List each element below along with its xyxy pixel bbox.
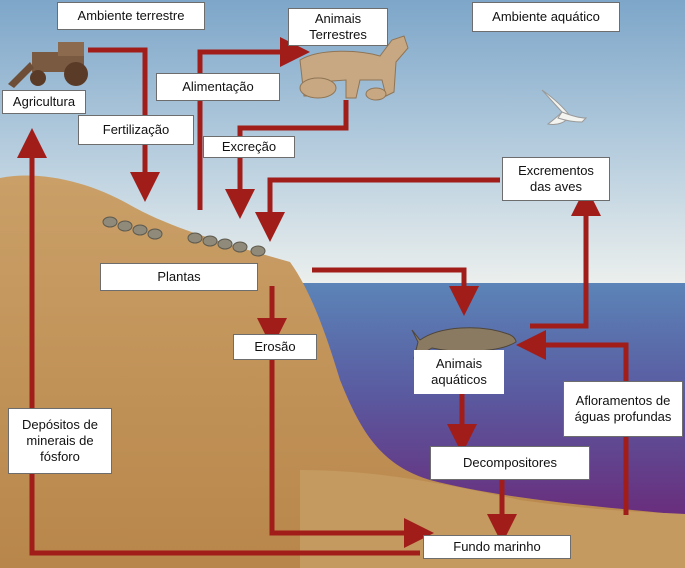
label-plantas: Plantas: [100, 263, 258, 291]
arrow-animais-aquaticos-excrementos: [530, 186, 601, 329]
label-excrecao: Excreção: [203, 136, 295, 158]
label-excrementos-das-aves: Excrementos das aves: [502, 157, 610, 201]
arrow-animais-excrecao: [225, 100, 349, 219]
arrow-fundo-depositos-agricultura: [17, 128, 420, 556]
label-depositos-fosforo: Depósitos de minerais de fósforo: [8, 408, 112, 474]
tractor-illustration: [8, 42, 88, 88]
label-decompositores: Decompositores: [430, 446, 590, 480]
label-animais-terrestres: Animais Terrestres: [288, 8, 388, 46]
arrow-plantas-animais-aquaticos: [312, 267, 479, 316]
label-ambiente-aquatico: Ambiente aquático: [472, 2, 620, 32]
label-alimentacao: Alimentação: [156, 73, 280, 101]
label-fertilizacao: Fertilização: [78, 115, 194, 145]
fish-illustration: [411, 327, 517, 359]
label-erosao: Erosão: [233, 334, 317, 360]
label-ambiente-terrestre: Ambiente terrestre: [57, 2, 205, 30]
arrow-excrementos-plantas: [255, 177, 500, 242]
arrow-erosao-fundo: [269, 360, 434, 548]
label-agricultura: Agricultura: [2, 90, 86, 114]
arrows: [17, 37, 629, 556]
arrow-afloramentos-animais: [516, 330, 629, 515]
label-afloramentos: Afloramentos de águas profundas: [563, 381, 683, 437]
label-animais-aquaticos: Animais aquáticos: [414, 350, 504, 394]
arrow-plantas-animais-terrestres: [197, 37, 310, 210]
plants-illustration: [102, 216, 266, 257]
label-fundo-marinho: Fundo marinho: [423, 535, 571, 559]
bird-illustration: [541, 89, 588, 125]
land-animals-illustration: [299, 35, 409, 101]
